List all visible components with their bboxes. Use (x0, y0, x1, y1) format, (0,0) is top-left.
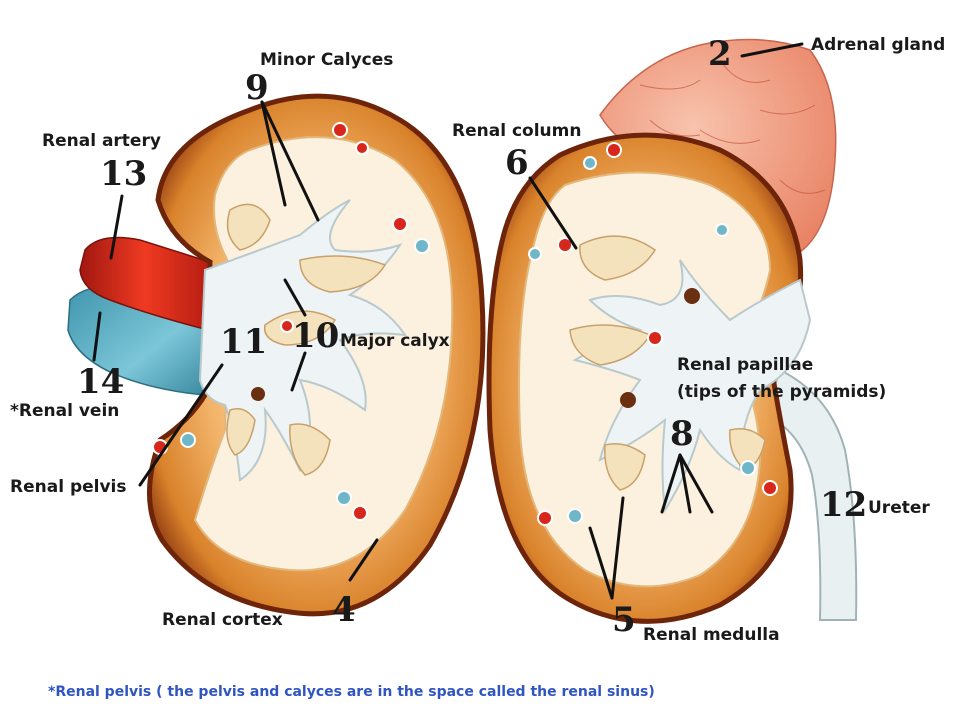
label-renal-artery: Renal artery (42, 131, 161, 151)
leader-14 (92, 311, 102, 362)
leader-10b (290, 351, 307, 392)
label-ureter: Ureter (868, 498, 930, 518)
label-renal-papillae-2: (tips of the pyramids) (677, 382, 887, 402)
number-11: 11 (220, 322, 268, 362)
leader-9a (260, 100, 287, 207)
left-kidney (67, 93, 486, 617)
adrenal-texture (639, 59, 826, 194)
right-vessel-dots (528, 142, 778, 526)
leader-8c (678, 453, 714, 514)
leader-lines (92, 42, 804, 600)
label-renal-medulla: Renal medulla (643, 625, 780, 645)
label-adrenal-gland: Adrenal gland (811, 35, 946, 55)
footnote: *Renal pelvis ( the pelvis and calyces a… (48, 684, 655, 700)
label-renal-papillae-1: Renal papillae (677, 355, 814, 375)
leader-5b (610, 496, 625, 600)
leader-10a (283, 278, 307, 317)
number-2: 2 (708, 34, 732, 74)
ureter-shape (763, 368, 858, 621)
label-renal-column: Renal column (452, 121, 582, 141)
left-pyramids (226, 203, 387, 476)
label-renal-pelvis: Renal pelvis (10, 477, 127, 497)
leader-11 (138, 363, 224, 487)
left-vessel-dots (152, 122, 430, 521)
number-12: 12 (820, 485, 868, 525)
leader-9b (260, 100, 320, 222)
right-kidney (486, 38, 858, 624)
leader-13 (109, 194, 124, 260)
number-9: 9 (245, 68, 269, 108)
number-14: 14 (77, 362, 125, 402)
number-6: 6 (505, 143, 529, 183)
leader-8a (660, 453, 682, 514)
leader-8b (678, 453, 692, 514)
number-13: 13 (100, 154, 148, 194)
label-minor-calyces: Minor Calyces (260, 50, 394, 70)
number-4: 4 (332, 590, 356, 630)
number-5: 5 (612, 600, 636, 640)
leader-6 (528, 176, 578, 250)
number-8: 8 (670, 414, 694, 454)
right-pyramids (569, 235, 766, 491)
leader-5a (588, 526, 614, 600)
label-renal-cortex: Renal cortex (162, 610, 283, 630)
label-renal-vein: *Renal vein (10, 401, 120, 421)
leader-2 (740, 42, 804, 58)
label-major-calyx: Major calyx (340, 331, 450, 351)
number-10: 10 (292, 316, 340, 356)
leader-4 (348, 538, 379, 582)
